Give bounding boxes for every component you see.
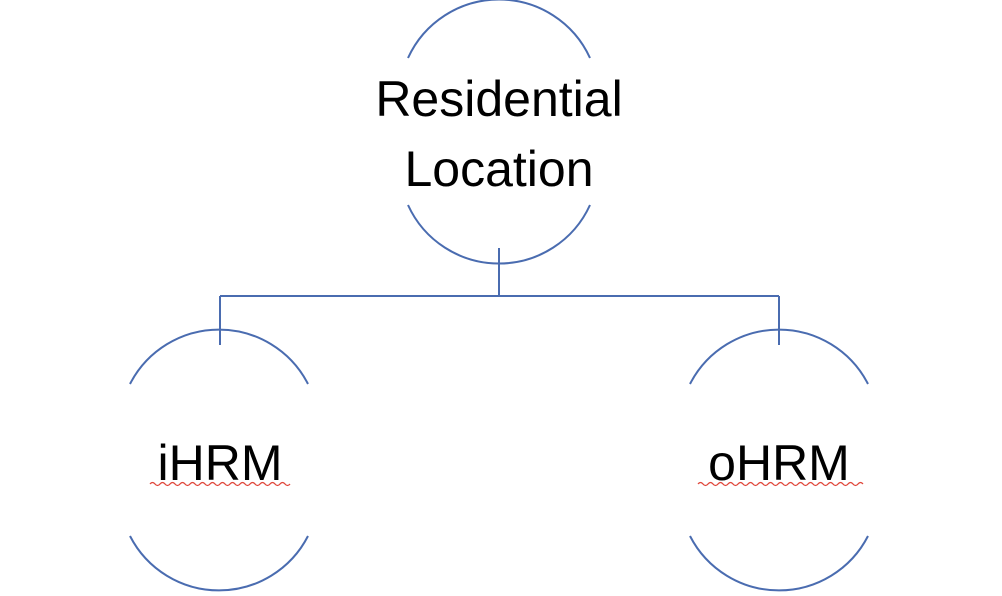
- child-node-ihrm: iHRM: [129, 328, 309, 592]
- child-node-ohrm-bottom-arc: [689, 535, 869, 592]
- child-node-ohrm-label: oHRM: [708, 435, 850, 491]
- ohrm-spellcheck-underline: [697, 481, 864, 487]
- child-node-ihrm-top-arc: [129, 328, 309, 385]
- root-node: Residential Location: [375, 0, 623, 265]
- ihrm-spellcheck-underline: [149, 481, 291, 487]
- root-node-label-line2: Location: [404, 141, 593, 197]
- root-node-label-line1: Residential: [375, 71, 622, 127]
- child-node-ihrm-bottom-arc: [129, 535, 309, 592]
- child-node-ohrm-top-arc: [689, 328, 869, 385]
- root-node-top-arc: [407, 0, 591, 59]
- child-node-ihrm-label: iHRM: [158, 435, 283, 491]
- tree-connectors: [219, 248, 780, 345]
- child-node-ohrm: oHRM: [689, 328, 869, 592]
